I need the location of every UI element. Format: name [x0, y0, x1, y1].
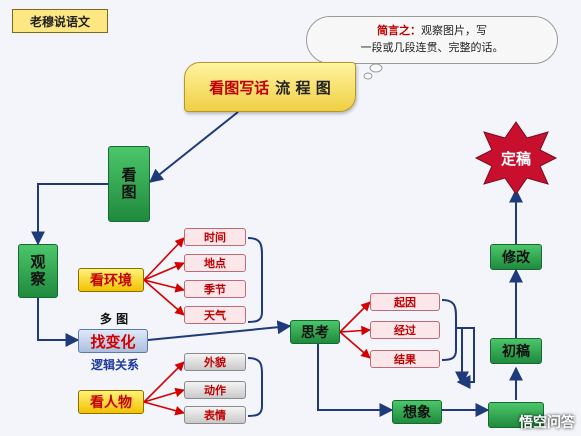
node-find-change: 找变化	[78, 329, 148, 353]
think-item-process: 经过	[370, 321, 440, 339]
people-item-action: 动作	[184, 381, 246, 399]
cloud-tail-1	[369, 63, 383, 73]
people-item-appearance: 外貌	[184, 353, 246, 371]
arrow-title-to-look	[148, 111, 239, 183]
arrow-bracket-to-right	[456, 327, 475, 389]
final-star-shape	[474, 121, 558, 195]
node-think: 思考	[290, 320, 340, 344]
title-part1: 看图写话	[209, 78, 270, 97]
node-environment: 看环境	[78, 268, 144, 292]
env-item-time: 时间	[184, 228, 246, 246]
node-final: 定稿	[500, 149, 531, 168]
node-imagine: 想象	[392, 400, 442, 424]
brand-label: 老穆说语文	[12, 9, 108, 33]
env-item-season: 季节	[184, 280, 246, 298]
title-part2: 流 程 图	[275, 78, 331, 97]
label-multi-image: 多 图	[99, 311, 129, 326]
bracket-think	[441, 299, 457, 361]
label-logic: 逻辑关系	[90, 357, 139, 372]
red-env-season	[143, 279, 185, 293]
people-item-expression: 表情	[184, 406, 246, 424]
red-people-look	[143, 361, 185, 403]
red-env-place	[143, 261, 185, 281]
bracket-env	[247, 237, 263, 323]
arrow-think-to-imagine	[317, 344, 394, 417]
tip-line1: 观察图片，写	[421, 24, 487, 37]
red-env-time	[143, 237, 185, 281]
red-env-weather	[143, 279, 185, 316]
red-think-process	[339, 325, 371, 336]
red-people-face	[143, 401, 185, 416]
red-think-cause	[339, 301, 371, 333]
think-item-result: 结果	[370, 350, 440, 368]
red-think-result	[339, 331, 371, 359]
watermark: 悟空问答	[519, 415, 575, 431]
node-people: 看人物	[78, 390, 144, 414]
tip-cloud: 简言之：观察图片，写 一段或几段连贯、完整的话。	[306, 16, 558, 64]
think-item-cause: 起因	[370, 293, 440, 311]
env-item-place: 地点	[184, 254, 246, 272]
arrow-change-to-think	[147, 320, 292, 341]
bracket-people	[247, 357, 263, 417]
arrow-look-to-observe	[31, 183, 108, 246]
tip-line2: 一段或几段连贯、完整的话。	[360, 41, 504, 54]
node-look: 看图	[108, 146, 150, 222]
red-people-action	[143, 387, 185, 403]
env-item-weather: 天气	[184, 306, 246, 324]
arrow-observe-to-change	[37, 298, 80, 347]
node-draft: 初稿	[490, 338, 542, 364]
tip-lead: 简言之：	[377, 24, 421, 37]
node-observe: 观察	[18, 244, 58, 298]
cloud-tail-2	[363, 72, 373, 80]
node-revise: 修改	[490, 244, 542, 270]
partial-box-behind-watermark	[488, 402, 544, 428]
title-banner: 看图写话 流 程 图	[184, 62, 356, 112]
